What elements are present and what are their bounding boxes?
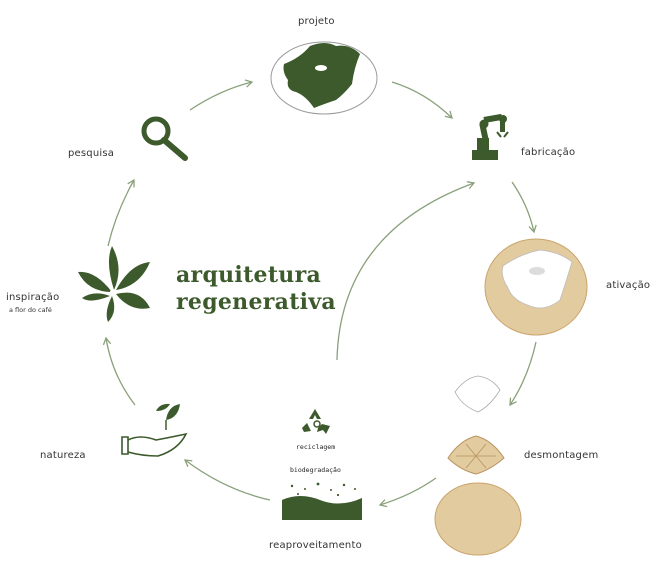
arrow-ativacao-desmontagem	[509, 341, 537, 407]
arrow-desmontagem-reaproveitamento	[378, 477, 437, 508]
recycle-icon	[302, 409, 330, 434]
label-reciclagem: reciclagem	[296, 443, 336, 451]
hand-plant-icon	[121, 403, 188, 457]
arrow-inspiracao-pesquisa	[107, 178, 135, 247]
label-fabricacao: fabricação	[521, 147, 576, 158]
arrow-reaproveitamento-natureza	[183, 459, 271, 501]
label-desmontagem: desmontagem	[524, 450, 599, 461]
label-inspiracao-sub: a flor do café	[9, 306, 52, 314]
arrow-projeto-fabricacao	[391, 81, 453, 119]
robot-arm-icon	[472, 113, 509, 160]
desmontagem-disc-icon	[434, 482, 522, 556]
ativacao-disc-icon	[484, 238, 588, 336]
label-projeto: projeto	[298, 16, 335, 27]
title-line-1: arquitetura	[176, 262, 322, 288]
label-ativacao: ativação	[606, 280, 651, 291]
desmontagem-frame-icon	[447, 435, 505, 475]
arrow-pesquisa-projeto	[189, 79, 254, 111]
diagram-title: arquitetura regenerativa	[176, 262, 336, 316]
flower-icon	[78, 246, 150, 322]
label-inspiracao: inspiração	[6, 292, 60, 303]
label-biodegradacao: biodegradação	[290, 466, 341, 474]
projeto-shell-icon	[270, 41, 378, 115]
arrow-natureza-inspiracao	[102, 336, 136, 406]
soil-box-icon	[282, 478, 362, 520]
desmontagem-shell-icon	[454, 375, 501, 413]
magnifier-icon	[141, 116, 188, 161]
arrow-center-fabricacao	[336, 181, 476, 361]
label-pesquisa: pesquisa	[68, 148, 115, 159]
title-line-2: regenerativa	[176, 289, 336, 315]
label-natureza: natureza	[40, 450, 86, 461]
arrow-fabricacao-ativacao	[511, 181, 537, 234]
label-reaproveitamento: reaproveitamento	[269, 540, 362, 551]
